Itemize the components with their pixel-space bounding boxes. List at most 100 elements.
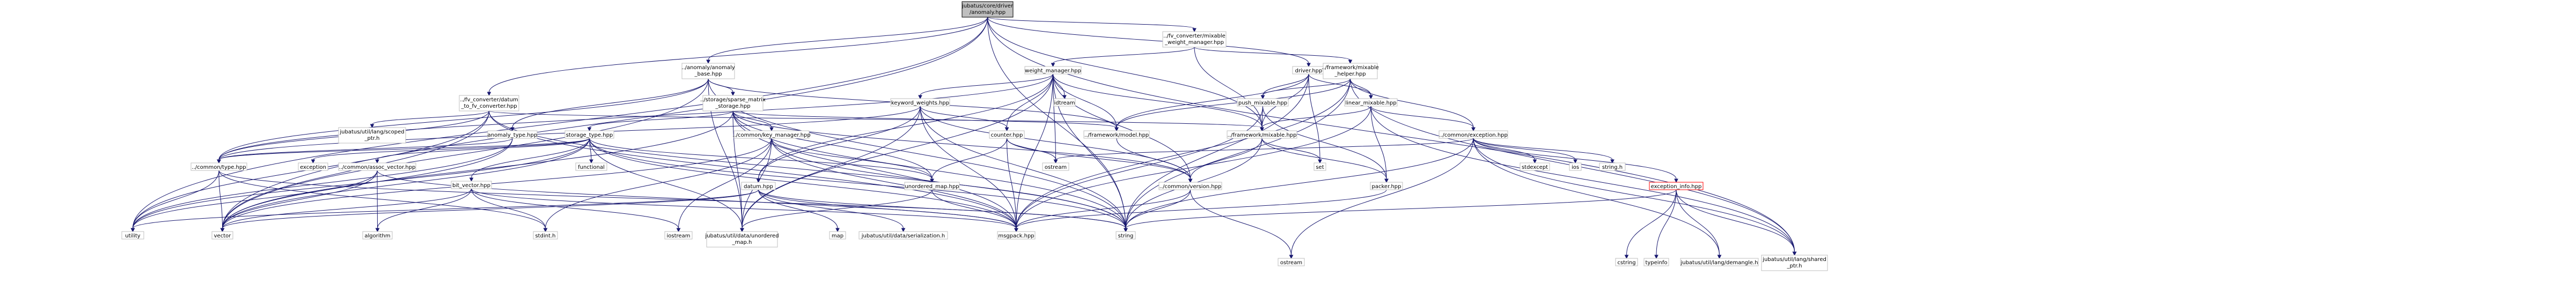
node-exception[interactable]: exception	[298, 162, 328, 171]
edge-arrowhead	[1610, 159, 1614, 164]
node-jubatus-util-lang-demangle-h[interactable]: jubatus/util/lang/demangle.h	[1680, 258, 1759, 266]
node-common-type-hpp[interactable]: ../common/type.hpp	[190, 162, 247, 171]
node-algorithm[interactable]: algorithm	[362, 231, 393, 240]
edge-line	[377, 138, 590, 160]
node-exception-info-hpp[interactable]: exception_info.hpp	[1649, 182, 1704, 190]
node-label: ../fv_converter/mixable	[1163, 33, 1225, 39]
node-fv-converter-mixable-weight-manager-hpp[interactable]: ../fv_converter/mixable_weight_manager.h…	[1162, 31, 1227, 48]
node-label: _map.h	[732, 240, 752, 245]
node-utility[interactable]: utility	[121, 231, 144, 240]
node-common-key-manager-hpp[interactable]: ../common/key_manager.hpp	[732, 130, 811, 139]
node-box	[1053, 98, 1076, 107]
node-typeinfo[interactable]: typeinfo	[1643, 258, 1669, 266]
edge-keyword-weights-hpp-to-common-version-hpp	[920, 106, 1193, 183]
node-linear-mixable-hpp[interactable]: linear_mixable.hpp	[1344, 98, 1398, 107]
node-datum-hpp[interactable]: datum.hpp	[741, 182, 776, 190]
edge-common-exception-hpp-to-exception-info-hpp	[1473, 138, 1678, 183]
edge-line	[931, 138, 1007, 180]
node-keyword-weights-hpp[interactable]: keyword_weights.hpp	[890, 98, 950, 107]
edge-line	[1053, 73, 1191, 180]
node-weight-manager-hpp[interactable]: weight_manager.hpp	[1024, 66, 1082, 74]
node-idtream[interactable]: idtream	[1053, 98, 1076, 107]
edge-line	[1125, 189, 1191, 229]
edge-line	[222, 188, 472, 229]
edge-line	[1016, 189, 1387, 229]
node-box	[1323, 63, 1378, 79]
node-jubatus-core-driver-anomaly-hpp: jubatus/core/driver/anomaly.hpp	[962, 1, 1014, 18]
node-ostream2[interactable]: ostream	[1278, 258, 1305, 266]
node-jubatus-util-lang-scoped-ptr-h[interactable]: jubatus/util/lang/scoped_ptr.h	[338, 127, 406, 144]
node-push-mixable-hpp[interactable]: push_mixable.hpp	[1237, 98, 1289, 107]
node-set[interactable]: set	[1313, 162, 1326, 171]
node-common-version-hpp[interactable]: ../common/version.hpp	[1158, 182, 1222, 190]
edge-line	[732, 110, 743, 229]
node-framework-mixable-helper-hpp[interactable]: ../framework/mixable_helper.hpp	[1322, 63, 1379, 79]
node-fv-converter-datum-to-fv-converter-hpp[interactable]: ../fv_converter/datum_to_fv_converter.hp…	[459, 95, 519, 111]
node-framework-model-hpp[interactable]: ../framework/model.hpp	[1083, 130, 1150, 139]
edge-line	[1308, 73, 1371, 96]
node-label: stdint.h	[535, 233, 555, 239]
node-jubatus-util-data-serialization-h[interactable]: jubatus/util/data/serialization.h	[858, 231, 948, 240]
node-msgpack-hpp[interactable]: msgpack.hpp	[997, 231, 1036, 240]
node-unordered-map-hpp[interactable]: unordered_map.hpp	[904, 182, 960, 190]
node-box	[741, 182, 776, 190]
node-label: ../storage/sparse_matrix	[700, 97, 766, 103]
edge-arrowhead	[835, 228, 840, 233]
edge-exception-info-hpp-to-jubatus-util-lang-demangle-h	[1676, 189, 1722, 259]
node-packer-hpp[interactable]: packer.hpp	[1370, 182, 1403, 190]
node-jubatus-util-data-unordered-map-h[interactable]: jubatus/util/data/unordered_map.h	[704, 231, 779, 248]
edge-jubatus-core-driver-anomaly-hpp-to-fv-converter-mixable-weight-manager-hpp	[987, 17, 1197, 33]
node-driver-hpp[interactable]: driver.hpp	[1292, 66, 1325, 74]
edge-line	[1053, 73, 1056, 160]
node-label: ../framework/mixable	[1322, 65, 1379, 71]
node-label: ../framework/model.hpp	[1084, 132, 1149, 138]
node-label: ostream	[1045, 165, 1067, 170]
node-functional[interactable]: functional	[575, 162, 607, 171]
node-map[interactable]: map	[829, 231, 846, 240]
node-cstring[interactable]: cstring	[1615, 258, 1638, 266]
node-label: ../common/type.hpp	[192, 165, 246, 170]
node-common-assoc-vector-hpp[interactable]: ../common/assoc_vector.hpp	[338, 162, 416, 171]
node-label: string	[1118, 233, 1134, 239]
node-common-exception-hpp[interactable]: ../common/exception.hpp	[1439, 130, 1508, 139]
edge-line	[1053, 73, 1263, 128]
node-ostream[interactable]: ostream	[1042, 162, 1069, 171]
node-box	[1024, 66, 1082, 74]
edge-arrowhead	[1124, 228, 1128, 233]
node-stdexcept[interactable]: stdexcept	[1520, 162, 1550, 171]
node-box	[121, 231, 144, 240]
node-label: ../anomaly/anomaly	[681, 65, 735, 71]
edge-line	[771, 138, 933, 180]
edge-arrowhead	[676, 228, 681, 233]
node-stdint-h[interactable]: stdint.h	[533, 231, 558, 240]
node-box	[211, 231, 233, 240]
node-string-h[interactable]: string.h	[1599, 162, 1626, 171]
edge-arrowhead	[1573, 159, 1577, 164]
node-storage-sparse-matrix-storage-hpp[interactable]: ../storage/sparse_matrix_storage.hpp	[700, 95, 766, 111]
edge-jubatus-core-driver-anomaly-hpp-to-fv-converter-datum-to-fv-converter-hpp	[487, 17, 988, 96]
node-ios[interactable]: ios	[1569, 162, 1582, 171]
node-string[interactable]: string	[1115, 231, 1136, 240]
edge-counter-hpp-to-unordered-map-hpp	[930, 138, 1007, 183]
edge-jubatus-core-driver-anomaly-hpp-to-driver-hpp	[987, 17, 1311, 68]
edge-push-mixable-hpp-to-packer-hpp	[1263, 106, 1389, 183]
node-vector[interactable]: vector	[211, 231, 233, 240]
edge-fv-converter-datum-to-fv-converter-hpp-to-string	[489, 110, 1128, 233]
node-counter-hpp[interactable]: counter.hpp	[989, 130, 1025, 139]
node-framework-mixable-hpp[interactable]: ../framework/mixable.hpp	[1227, 130, 1297, 139]
edge-arrowhead	[1624, 255, 1629, 259]
node-label: map	[832, 233, 843, 239]
edge-storage-sparse-matrix-storage-hpp-to-framework-model-hpp	[732, 110, 1119, 132]
node-jubatus-util-lang-shared-ptr-h[interactable]: jubatus/util/lang/shared_ptr.h	[1761, 255, 1828, 271]
edge-storage-type-hpp-to-common-type-hpp	[217, 138, 590, 164]
node-iostream[interactable]: iostream	[664, 231, 693, 240]
node-bit-vector-hpp[interactable]: bit_vector.hpp	[451, 181, 492, 189]
node-box	[997, 231, 1036, 240]
node-label: stdexcept	[1522, 165, 1548, 170]
edge-line	[1194, 47, 1351, 61]
node-storage-type-hpp[interactable]: storage_type.hpp	[564, 130, 614, 139]
edge-line	[471, 188, 679, 229]
edge-exception-info-hpp-to-cstring	[1624, 189, 1677, 259]
node-anomaly-type-hpp[interactable]: anomaly_type.hpp	[487, 130, 538, 139]
node-anomaly-anomaly-base-hpp[interactable]: ../anomaly/anomaly_base.hpp	[681, 63, 735, 79]
